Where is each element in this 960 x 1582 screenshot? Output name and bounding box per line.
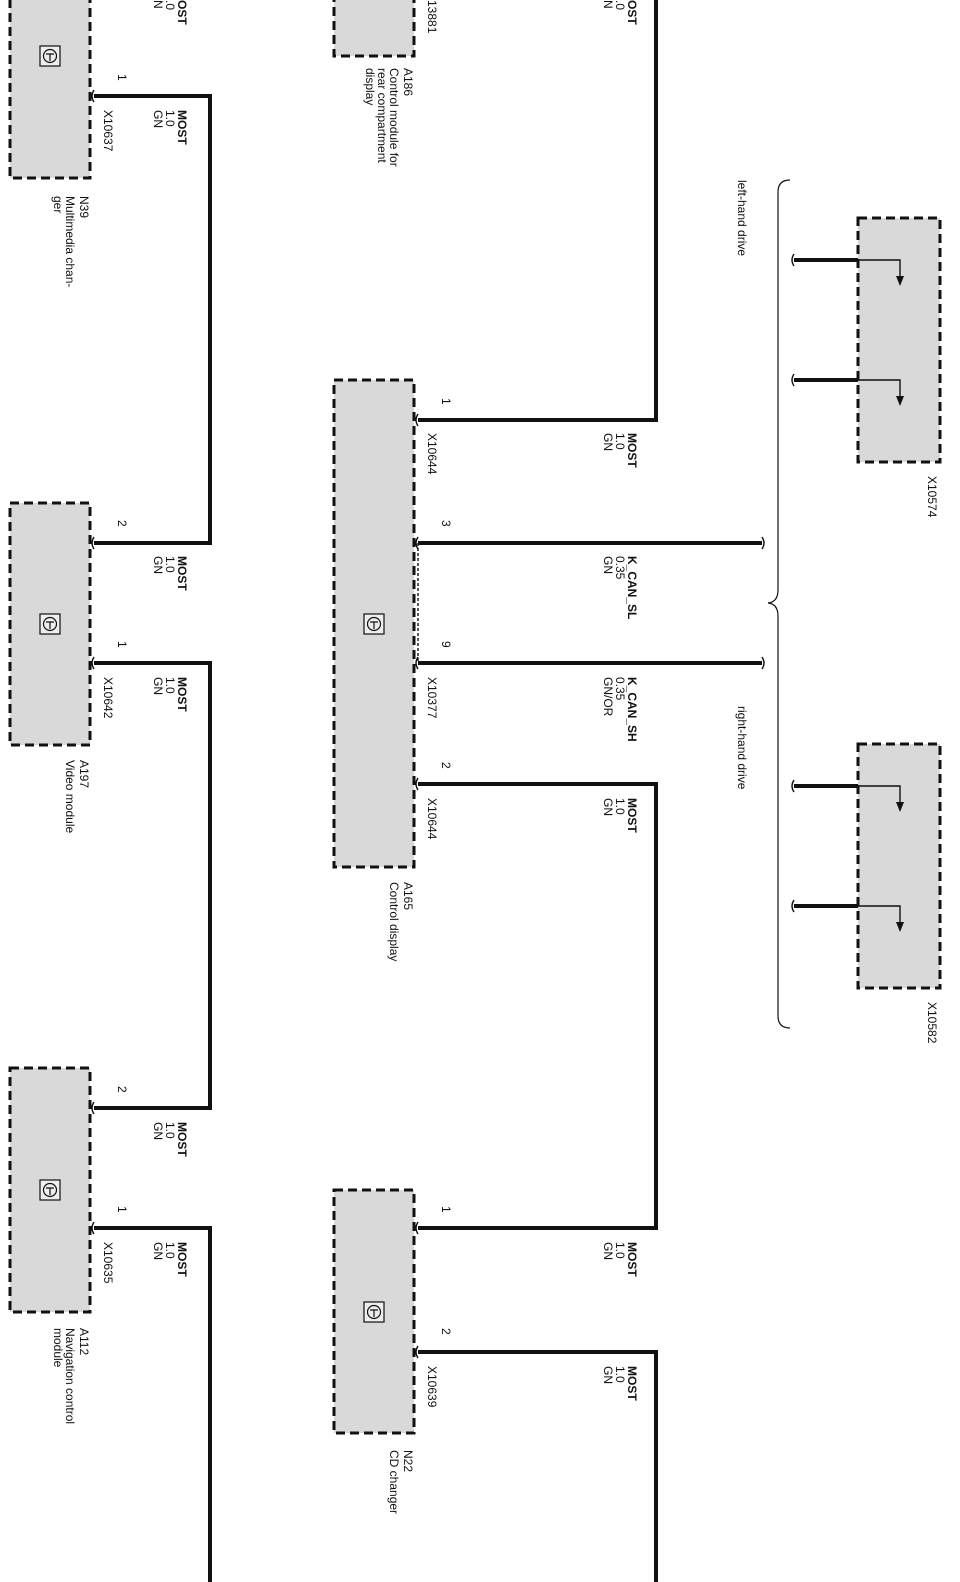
a197-id: A197 (77, 760, 91, 788)
a197-connector: X10642 (101, 677, 115, 719)
n22-in-wire-color: GN (601, 1242, 615, 1260)
a165-w1-most: MOST (625, 433, 639, 468)
connector-hooks (91, 89, 795, 1359)
a165-module-icon (363, 613, 385, 635)
brace-drive-selector (767, 179, 791, 1029)
n22-pin-in: 1 (439, 1206, 453, 1213)
n22-out-wire-color: GN (601, 1366, 615, 1384)
a186-id: A186 (401, 68, 415, 96)
a197-in-wire-color: GN (151, 556, 165, 574)
n39-box (8, 0, 92, 180)
n39-wire-color: GN (151, 110, 165, 128)
a197-in-wire-size: 1.0 (163, 556, 177, 573)
n39-wire-size: 1.0 (163, 110, 177, 127)
n22-module-icon (363, 1301, 385, 1323)
a165-w4-most: MOST (625, 798, 639, 833)
x10582-label: X10582 (925, 1002, 939, 1044)
a112-in-wire-most: MOST (175, 1122, 189, 1157)
n22-pin-out: 2 (439, 1328, 453, 1335)
a165-pin1: 1 (439, 398, 453, 405)
k-can-sl-size: 0.35 (613, 556, 627, 580)
x10574-box (856, 216, 942, 464)
a112-in-wire-color: GN (151, 1122, 165, 1140)
wire-a197-a112 (94, 661, 212, 1110)
k-can-sh-size: 0.35 (613, 677, 627, 701)
a165-pin3: 9 (439, 641, 453, 648)
n22-in-wire-most: MOST (625, 1242, 639, 1277)
a186-connector-partial: 13881 (425, 0, 439, 34)
x10582-box (856, 742, 942, 990)
a165-name: Control display (387, 882, 401, 961)
n22-in-wire-size: 1.0 (613, 1242, 627, 1259)
wire-label-partial-most: OST (175, 0, 189, 25)
wire-n39-a197 (94, 94, 212, 545)
n39-pin: 1 (115, 74, 129, 81)
a186-wire-color: N (601, 0, 615, 9)
a186-name-1: Control module for (387, 68, 401, 167)
n39-name-2: ger (51, 196, 65, 213)
a112-connector: X10635 (101, 1242, 115, 1284)
wire-n22-out (418, 1350, 658, 1582)
a186-wire-most: OST (625, 0, 639, 25)
a197-module-icon (39, 613, 61, 635)
x10582-stubs (794, 784, 904, 932)
a197-name: Video module (63, 760, 77, 833)
k-can-sh-color: GN/OR (601, 677, 615, 717)
a112-pin-in: 2 (115, 1086, 129, 1093)
wire-a112-out (94, 1226, 212, 1582)
a186-wire-size: .0 (613, 0, 627, 10)
a165-id: A165 (401, 882, 415, 910)
a165-w4-size: 1.0 (613, 798, 627, 815)
a197-pin-in: 2 (115, 520, 129, 527)
a165-w1-color: GN (601, 433, 615, 451)
n39-connector: X10637 (101, 110, 115, 152)
a112-id: A112 (77, 1328, 91, 1355)
a186-name-2: rear compartment (375, 68, 389, 163)
a112-in-wire-size: 1.0 (163, 1122, 177, 1139)
wire-a165-n22 (418, 782, 658, 1230)
k-can-sl-color: GN (601, 556, 615, 574)
a165-pin2: 3 (439, 520, 453, 527)
a197-pin-out: 1 (115, 641, 129, 648)
x10574-stubs (794, 258, 904, 406)
a186-name-3: display (363, 68, 377, 105)
a165-w1-size: 1.0 (613, 433, 627, 450)
a165-conn4: X10644 (425, 798, 439, 840)
a112-name-2: module (51, 1328, 65, 1368)
right-hand-drive-label: right-hand drive (735, 706, 749, 790)
n22-id: N22 (401, 1450, 415, 1472)
a197-out-wire-most: MOST (175, 677, 189, 712)
n22-out-wire-size: 1.0 (613, 1366, 627, 1383)
wire-label-partial-gn: N (151, 0, 165, 9)
a186-box (332, 0, 416, 58)
n22-connector: X10639 (425, 1366, 439, 1408)
a197-in-wire-most: MOST (175, 556, 189, 591)
k-can-sl-label: K_CAN_SL (625, 556, 639, 619)
a112-out-wire-most: MOST (175, 1242, 189, 1277)
a112-out-wire-size: 1.0 (163, 1242, 177, 1259)
x10574-label: X10574 (925, 476, 939, 518)
left-hand-drive-label: left-hand drive (735, 180, 749, 256)
wire-label-partial-size: .0 (163, 0, 177, 10)
a165-w4-color: GN (601, 798, 615, 816)
a197-out-wire-size: 1.0 (163, 677, 177, 694)
a112-module-icon (39, 1179, 61, 1201)
a112-pin-out: 1 (115, 1206, 129, 1213)
n39-id: N39 (77, 196, 91, 218)
n22-name: CD changer (387, 1450, 401, 1514)
n39-name-1: Multimedia chan- (63, 196, 77, 287)
k-can-sh-label: K_CAN_SH (625, 677, 639, 742)
wire-a186-a165 (418, 0, 658, 422)
a165-pin4: 2 (439, 762, 453, 769)
a165-conn1: X10644 (425, 433, 439, 475)
a112-out-wire-color: GN (151, 1242, 165, 1260)
n39-wire-most: MOST (175, 110, 189, 145)
a165-conn3: X10377 (425, 677, 439, 719)
n39-module-icon (39, 45, 61, 67)
a112-name-1: Navigation control (63, 1328, 77, 1424)
a197-out-wire-color: GN (151, 677, 165, 695)
n22-out-wire-most: MOST (625, 1366, 639, 1401)
